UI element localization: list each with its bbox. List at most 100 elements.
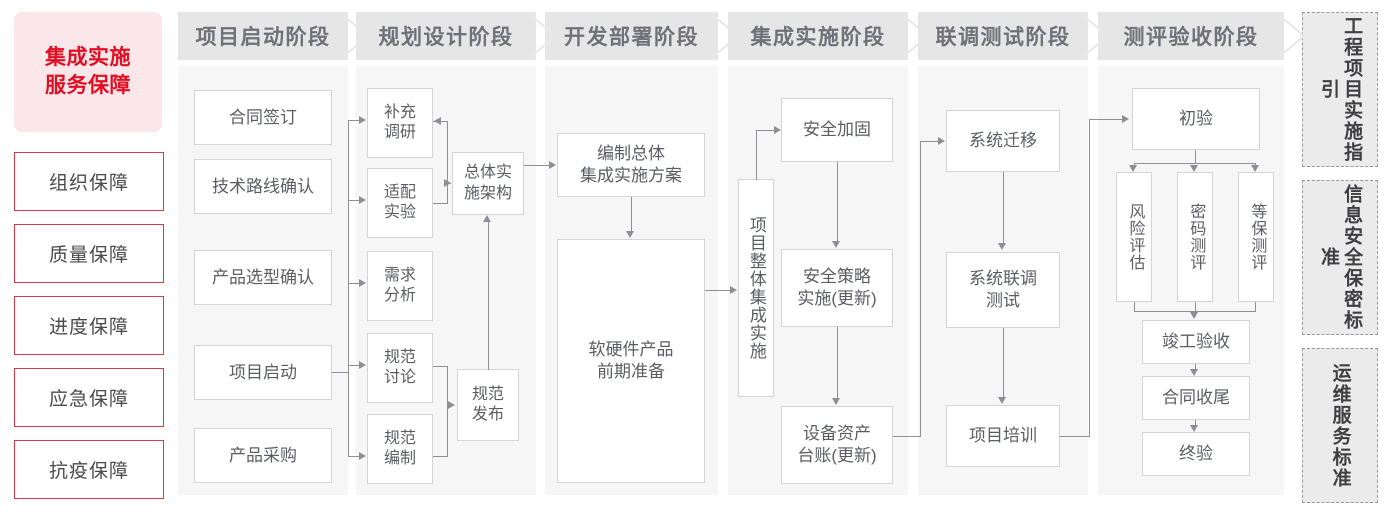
node-requirement-analysis-l2: 分析 xyxy=(383,287,416,304)
sidebar-item-quality[interactable]: 质量保障 xyxy=(14,224,164,283)
standard-panel-infosec-standard[interactable]: 信息安全保密标准 xyxy=(1302,180,1378,335)
connector-integration-up xyxy=(756,130,758,180)
sidebar-item-emergency[interactable]: 应急保障 xyxy=(14,368,164,427)
node-supplementary-research-l1: 补充 xyxy=(383,103,416,121)
arrowhead-password-evaluation xyxy=(1190,165,1198,172)
node-overall-implementation-architecture[interactable]: 总体实施架构 xyxy=(452,152,524,215)
phase-header-3[interactable]: 开发部署阶段 xyxy=(545,12,718,60)
standard-label-ops-service-standard: 运维服务标准 xyxy=(1329,362,1351,489)
node-spec-discussion-l1: 规范 xyxy=(383,348,416,366)
connector-to-requirement-analysis xyxy=(348,283,360,285)
node-spec-discussion[interactable]: 规范讨论 xyxy=(367,333,433,403)
standard-panel-ops-service-standard[interactable]: 运维服务标准 xyxy=(1302,348,1378,503)
node-requirement-analysis[interactable]: 需求分析 xyxy=(367,251,433,321)
connector-adaptation-merge xyxy=(433,203,448,205)
node-security-hardening[interactable]: 安全加固 xyxy=(781,98,893,162)
connector-asset-ledger-up xyxy=(920,141,922,437)
connector-hw-sw-prep-to-integration xyxy=(705,290,732,292)
phase-header-1[interactable]: 项目启动阶段 xyxy=(178,12,348,60)
arrowhead-overall-architecture xyxy=(444,179,451,187)
connector-joint-test-to-training xyxy=(1003,328,1005,398)
node-project-kickoff[interactable]: 项目启动 xyxy=(194,345,332,400)
connector-integration-to-hardening xyxy=(756,130,776,132)
connector-preliminary-down xyxy=(1195,150,1197,164)
connector-spec-discussion-merge xyxy=(433,366,448,368)
node-system-migration[interactable]: 系统迁移 xyxy=(946,110,1060,172)
node-system-joint-debug-test[interactable]: 系统联调测试 xyxy=(946,252,1060,328)
node-contract-closure[interactable]: 合同收尾 xyxy=(1142,376,1250,420)
node-security-level-evaluation[interactable]: 等保测评 xyxy=(1238,172,1274,302)
connector-risk-down xyxy=(1134,302,1136,312)
node-final-acceptance[interactable]: 终验 xyxy=(1142,432,1250,476)
node-joint-test-l1: 系统联调 xyxy=(969,269,1037,289)
arrowhead-preliminary-acceptance xyxy=(1122,115,1129,123)
sidebar-item-epidemic[interactable]: 抗疫保障 xyxy=(14,440,164,499)
connector-training-right xyxy=(1060,436,1090,438)
arrowhead-device-asset-ledger xyxy=(832,398,840,405)
node-requirement-analysis-l1: 需求 xyxy=(383,266,416,284)
sidebar-item-organization[interactable]: 组织保障 xyxy=(14,152,164,211)
phase-header-5[interactable]: 联调测试阶段 xyxy=(918,12,1088,60)
node-joint-test-l2: 测试 xyxy=(986,291,1020,310)
node-project-training[interactable]: 项目培训 xyxy=(946,405,1060,467)
node-draft-overall-integration-plan[interactable]: 编制总体集成实施方案 xyxy=(557,133,705,197)
standard-panel-engineering-guideline[interactable]: 工程项目实施指引 xyxy=(1302,12,1378,167)
arrowhead-spec-discussion xyxy=(359,361,366,369)
node-product-selection-confirm[interactable]: 产品选型确认 xyxy=(194,250,332,305)
phase-header-4[interactable]: 集成实施阶段 xyxy=(728,12,908,60)
node-hw-sw-prep-l1: 软硬件产品 xyxy=(588,340,674,360)
sidebar-item-schedule[interactable]: 进度保障 xyxy=(14,296,164,355)
node-hardware-software-preparation[interactable]: 软硬件产品前期准备 xyxy=(557,239,705,483)
connector-to-spec-discussion xyxy=(348,365,360,367)
node-adaptation-experiment[interactable]: 适配实验 xyxy=(367,168,433,238)
node-hw-sw-prep-l2: 前期准备 xyxy=(597,362,665,381)
connector-to-preliminary-acceptance xyxy=(1089,119,1123,121)
connector-preliminary-split xyxy=(1134,163,1256,165)
connector-asset-ledger-right xyxy=(893,436,921,438)
node-device-asset-l2: 台账(更新) xyxy=(797,446,877,465)
connector-to-adaptation-experiment xyxy=(348,200,360,202)
node-adaptation-experiment-l1: 适配 xyxy=(383,183,416,201)
node-preliminary-acceptance[interactable]: 初验 xyxy=(1132,88,1260,150)
node-draft-plan-l2: 集成实施方案 xyxy=(580,166,682,185)
connector-p1-bus xyxy=(348,120,350,373)
node-spec-release-l2: 发布 xyxy=(471,406,504,423)
connector-level-down xyxy=(1255,302,1257,312)
connector-spec-merge-bus xyxy=(447,366,449,457)
arrowhead-hw-sw-prep xyxy=(626,231,634,238)
arrowhead-supplementary-research xyxy=(359,116,366,124)
connector-hardening-to-policy xyxy=(837,162,839,242)
arrowhead-risk-assessment xyxy=(1129,165,1137,172)
connector-to-supplementary-research xyxy=(348,120,360,122)
node-spec-drafting-l1: 规范 xyxy=(383,429,416,447)
node-overall-arch-l2: 施架构 xyxy=(463,184,512,202)
node-spec-release[interactable]: 规范发布 xyxy=(457,369,519,441)
node-password-evaluation[interactable]: 密码测评 xyxy=(1177,172,1213,302)
arrowhead-completion-acceptance xyxy=(1190,312,1198,319)
phase-header-6[interactable]: 测评验收阶段 xyxy=(1098,12,1284,60)
node-completion-acceptance[interactable]: 竣工验收 xyxy=(1142,320,1250,364)
connector-research-merge-bus xyxy=(447,121,449,204)
connector-closure-to-final xyxy=(1195,420,1197,426)
connector-kickoff-to-bus xyxy=(332,372,349,374)
node-adaptation-experiment-l2: 实验 xyxy=(383,204,416,221)
connector-training-up xyxy=(1089,119,1091,437)
node-supplementary-research[interactable]: 补充调研 xyxy=(367,88,433,158)
connector-spec-drafting-merge xyxy=(433,456,448,458)
arrowhead-final-acceptance xyxy=(1190,425,1198,432)
node-spec-drafting-l2: 编制 xyxy=(383,450,416,467)
node-device-asset-ledger[interactable]: 设备资产台账(更新) xyxy=(781,406,893,484)
node-product-procurement[interactable]: 产品采购 xyxy=(194,428,332,483)
node-security-policy-implementation[interactable]: 安全策略实施(更新) xyxy=(781,249,893,327)
arrowhead-security-hardening xyxy=(774,126,781,134)
node-tech-route-confirm[interactable]: 技术路线确认 xyxy=(194,159,332,214)
node-spec-drafting[interactable]: 规范编制 xyxy=(367,414,433,484)
sidebar-title: 集成实施 服务保障 xyxy=(14,12,162,132)
phase-header-2[interactable]: 规划设计阶段 xyxy=(356,12,536,60)
node-overall-arch-l1: 总体实 xyxy=(463,164,512,182)
node-device-asset-l1: 设备资产 xyxy=(802,424,871,444)
node-risk-assessment[interactable]: 风险评估 xyxy=(1116,172,1152,302)
node-contract-signing[interactable]: 合同签订 xyxy=(194,90,332,145)
node-overall-project-integration[interactable]: 项目整体集成实施 xyxy=(738,179,774,397)
connector-completion-to-closure xyxy=(1195,364,1197,370)
